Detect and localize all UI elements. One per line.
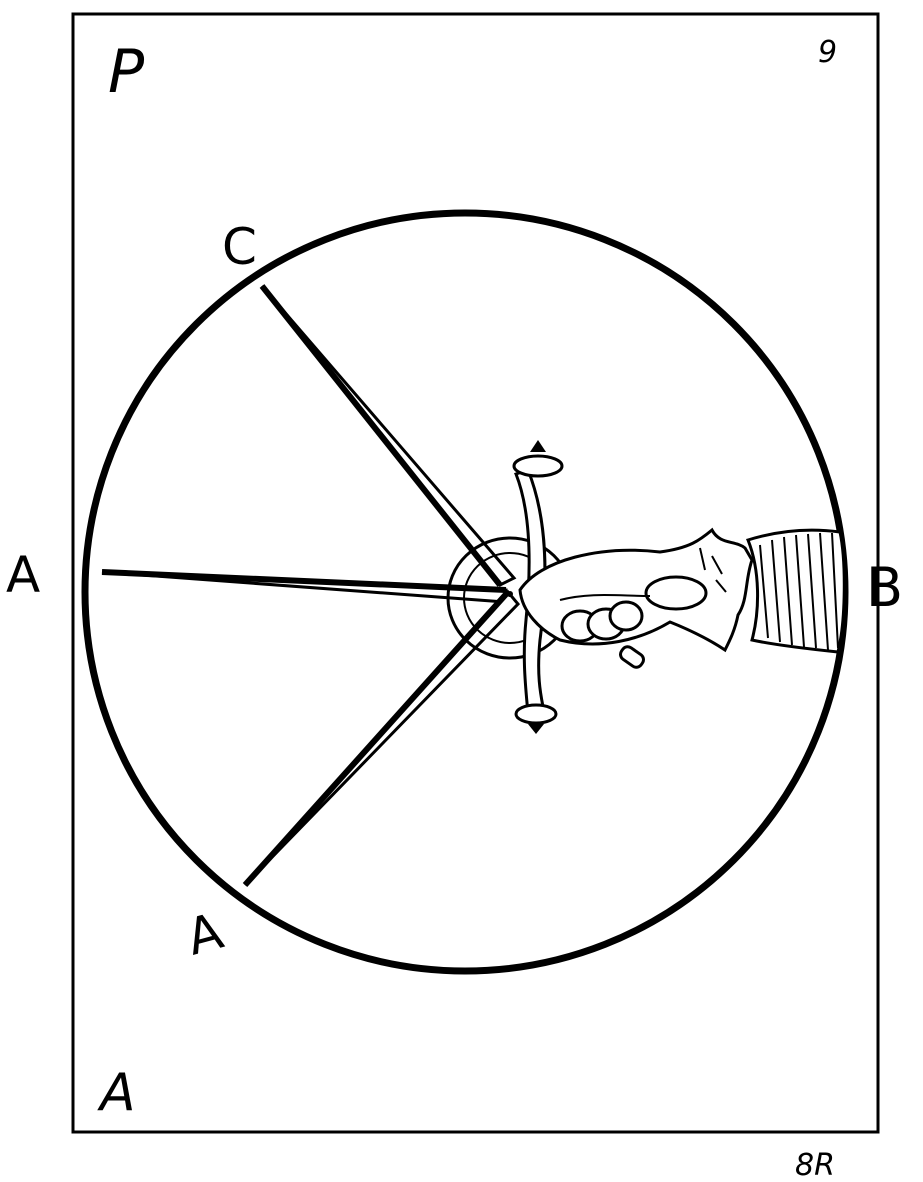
quillon-knob-bottom	[516, 705, 556, 723]
corner-label-top-right: 9	[818, 35, 837, 70]
sword-blade-to-c	[262, 286, 514, 585]
point-label-b: B	[866, 556, 903, 619]
corner-label-bottom-left: A	[97, 1063, 136, 1123]
center-point	[507, 591, 513, 597]
corner-label-top-left: P	[108, 37, 145, 107]
point-label-lower-a: A	[181, 902, 229, 967]
sword-hand	[520, 530, 752, 670]
sword-blade-to-a-lower	[245, 592, 518, 885]
sword-blade-to-a-left	[102, 572, 506, 602]
point-label-c: C	[222, 218, 257, 276]
quillon-knob-top	[514, 456, 562, 476]
point-label-left-a: A	[6, 546, 40, 604]
plate-number: 8R	[795, 1148, 835, 1182]
pommel	[618, 644, 646, 669]
sleeve-cuff	[748, 530, 844, 652]
